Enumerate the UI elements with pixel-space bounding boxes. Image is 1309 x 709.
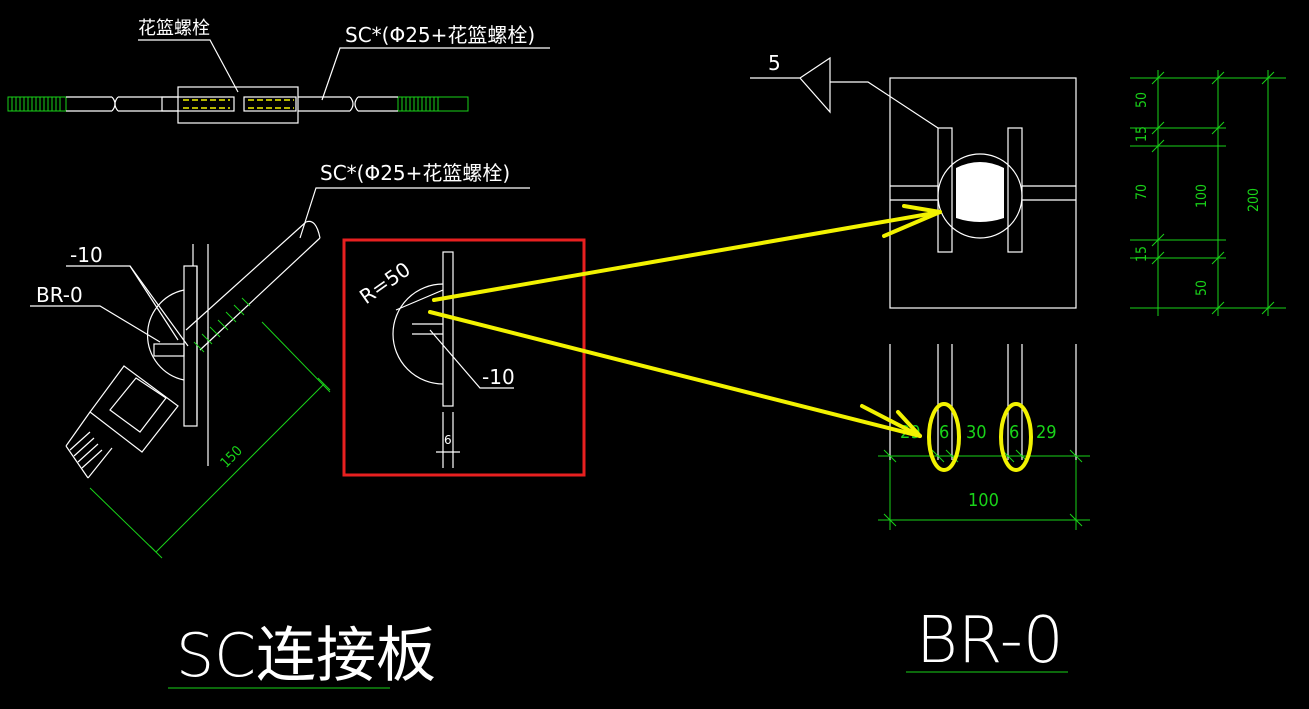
plate-tab: [153, 343, 185, 357]
title-br0: BR-0: [916, 604, 1064, 678]
detail-6-dim: [436, 412, 460, 468]
radius-leader: [395, 289, 444, 311]
arrow-1-head: [882, 204, 942, 238]
vdim-inner-1: 15: [1134, 126, 1150, 142]
vdim-inner-4: 50: [1194, 280, 1210, 296]
vdim-inner-0: 50: [1134, 92, 1150, 108]
highlight-ellipse-left: [927, 402, 961, 472]
vertical-dims: [1130, 70, 1286, 316]
detail-round-plate: [392, 283, 444, 385]
hdim-4: 29: [1036, 422, 1057, 443]
sc-turnbuckle-label-mid: SC*(Φ25+花篮螺栓): [320, 161, 510, 185]
oblique-end-thread: [69, 431, 103, 469]
plan-dims: [878, 449, 1090, 530]
hdim-3: 6: [1009, 422, 1019, 443]
dim-150: [89, 321, 331, 559]
round-plate: [147, 289, 185, 381]
highlight-box: [342, 238, 586, 477]
weld-symbol: [750, 56, 939, 129]
plan-lines: [889, 344, 1077, 460]
detail-thk-label: -10: [482, 365, 515, 389]
turnbuckle-body: [177, 86, 299, 124]
weld-size-label: 5: [768, 51, 781, 75]
detail-tab: [412, 323, 443, 335]
hdim-total: 100: [968, 490, 999, 511]
vdim-mid: 100: [1194, 184, 1210, 208]
detail-thk-leader: [429, 329, 514, 389]
vdim-inner-2: 70: [1134, 184, 1150, 200]
turnbuckle-label: 花篮螺栓: [138, 18, 210, 39]
vdim-inner-3: 15: [1134, 246, 1150, 262]
left-thread-inner: [183, 99, 230, 109]
rod-break: [305, 220, 321, 239]
turnbuckle-leader: [138, 39, 239, 93]
rod-seg-4: [354, 96, 398, 112]
rod-hatch: [193, 297, 251, 353]
detail-6-label: 6: [444, 433, 452, 447]
right-thread-inner: [248, 99, 294, 109]
br0-front-view: [750, 56, 1077, 309]
br0-plate: [889, 77, 1077, 309]
turnbuckle-right-sleeve: [243, 96, 297, 112]
br0-plan-view: [878, 344, 1090, 530]
br0-rod-section: [956, 162, 1004, 222]
turnbuckle-left-sleeve: [161, 96, 235, 112]
right-thread-hatch: [401, 97, 439, 111]
highlight-ellipse-right: [999, 402, 1033, 472]
sc-turnbuckle-label-top: SC*(Φ25+花篮螺栓): [345, 23, 535, 47]
br0-tab-left: [937, 127, 953, 253]
rod-seg-1: [66, 96, 116, 112]
oblique-turnbuckle: [89, 365, 179, 453]
arrow-2-head: [860, 404, 922, 438]
arrow-2: [428, 310, 922, 438]
rod-seg-3: [298, 96, 354, 112]
sc-leader-mid: [299, 187, 530, 239]
sc-leader-top: [321, 47, 550, 101]
gusset-plate: [183, 265, 198, 427]
turnbuckle-rod-view: [7, 39, 550, 124]
yellow-annotations: [428, 204, 1033, 472]
br0-tab-right: [1007, 127, 1023, 253]
sc-connection-assembly: [30, 187, 530, 479]
rod-seg-2: [114, 96, 178, 112]
dim-150-lines: [89, 321, 331, 559]
detail-plate: [442, 251, 454, 407]
plate-thk-label-left: -10: [70, 243, 103, 267]
br0-leader: [30, 305, 161, 343]
br0-label-left: BR-0: [36, 283, 83, 307]
diagonal-rod: [185, 221, 321, 351]
br0-circle: [937, 153, 1023, 239]
plate-detail: [392, 251, 514, 468]
hdim-1: 6: [939, 422, 949, 443]
br0-rod-lines: [890, 185, 1076, 201]
left-thread-hatch: [11, 97, 61, 111]
hdim-2: 30: [966, 422, 987, 443]
oblique-end: [65, 411, 113, 479]
vdim-outer: 200: [1246, 188, 1262, 212]
title-sc: SC连接板: [176, 621, 436, 691]
plate-thk-leader-2: [129, 265, 179, 341]
left-thread: [7, 96, 67, 112]
arrow-1: [432, 210, 942, 302]
oblique-turnbuckle-inner: [109, 377, 167, 433]
right-thread: [397, 96, 469, 112]
gusset-outline: [192, 244, 209, 466]
